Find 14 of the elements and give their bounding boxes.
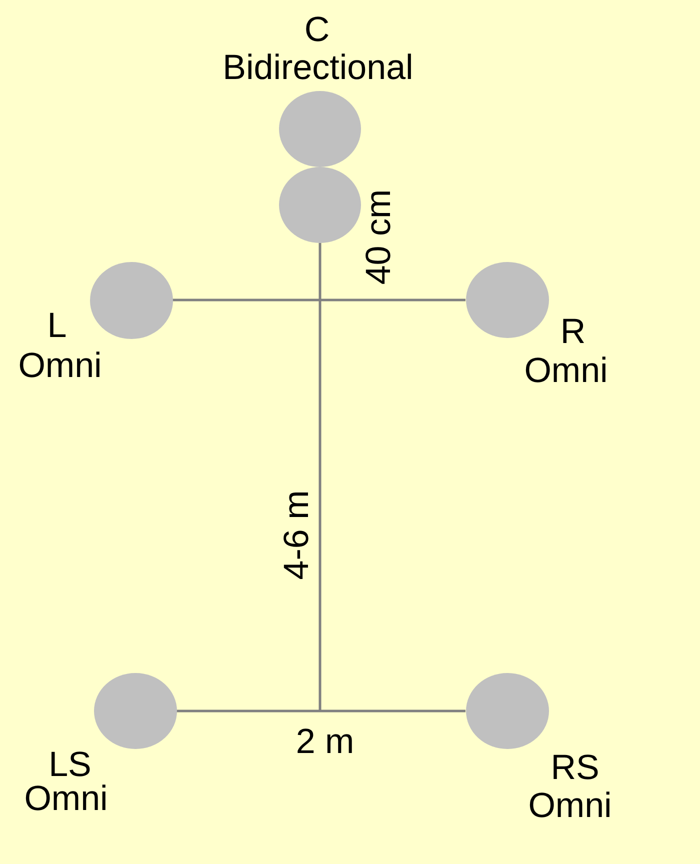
- dimension-label: 4-6 m: [278, 490, 316, 580]
- connecting-line: [176, 710, 466, 712]
- channel-label: R: [560, 312, 586, 352]
- connecting-line: [318, 243, 322, 711]
- channel-label: L: [47, 306, 67, 346]
- mic-type-label: Omni: [528, 786, 612, 826]
- channel-label: C: [304, 10, 330, 50]
- mic-type-label: Bidirectional: [222, 48, 414, 88]
- mic-type-label: Omni: [524, 352, 608, 390]
- connecting-line: [172, 298, 466, 302]
- dimension-label: 40 cm: [360, 189, 398, 285]
- channel-label: RS: [550, 748, 600, 788]
- dimension-label: 2 m: [296, 722, 354, 762]
- mic-type-label: Omni: [18, 346, 102, 386]
